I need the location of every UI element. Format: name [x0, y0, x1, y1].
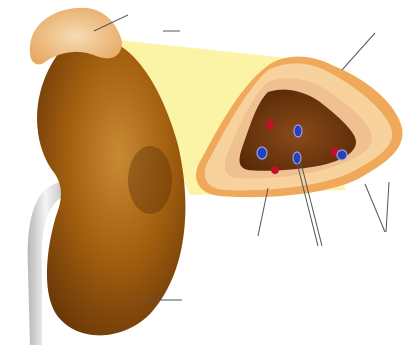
vein	[337, 150, 347, 160]
kidney-shadow	[128, 146, 172, 214]
artery	[266, 120, 274, 130]
leader-line-cortex	[365, 184, 385, 232]
vein	[293, 152, 301, 164]
vein	[294, 125, 302, 137]
leader-line-capsule	[342, 33, 375, 70]
leader-line-cortex	[386, 182, 389, 232]
artery	[271, 166, 279, 174]
vein	[257, 147, 267, 159]
